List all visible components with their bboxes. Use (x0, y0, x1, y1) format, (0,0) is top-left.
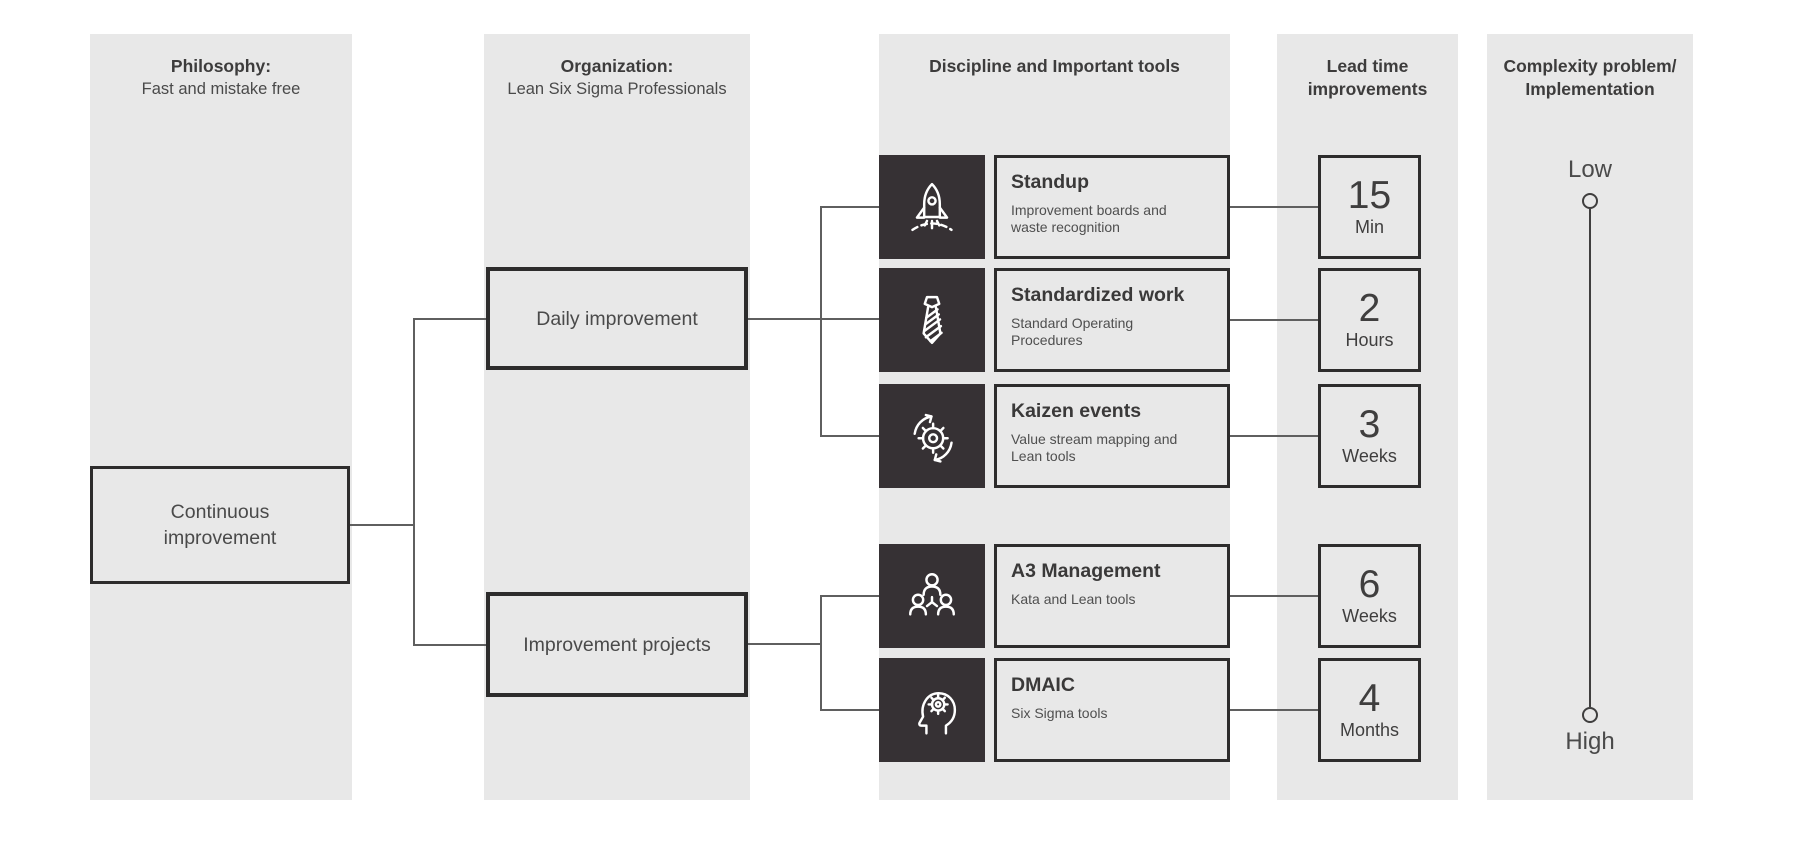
lead-time-box-3-weeks: 3 Weeks (1318, 384, 1421, 488)
tool-subtitle: Kata and Lean tools (1011, 591, 1136, 607)
connector-line (820, 435, 879, 437)
scale-bottom-dot (1582, 707, 1598, 723)
continuous-improvement-node: Continuous improvement (90, 466, 350, 584)
philosophy-column: Philosophy: Fast and mistake free (90, 34, 352, 800)
philosophy-title: Philosophy: (170, 56, 272, 76)
lead-time-box-6-weeks: 6 Weeks (1318, 544, 1421, 648)
kaizen-events-tool-box: Kaizen events Value stream mapping and L… (994, 384, 1230, 488)
rocket-icon (903, 178, 961, 236)
scale-top-dot (1582, 193, 1598, 209)
daily-improvement-node: Daily improvement (486, 267, 748, 370)
organization-header: Organization: Lean Six Sigma Professiona… (484, 34, 750, 100)
tool-title: Kaizen events (1011, 400, 1142, 422)
tool-subtitle: Value stream mapping and Lean tools (1011, 431, 1178, 464)
tool-subtitle: Six Sigma tools (1011, 705, 1108, 721)
connector-line (413, 318, 486, 320)
kaizen-events-icon-tile (879, 384, 985, 488)
connector-line (1230, 709, 1318, 711)
head-gear-icon (903, 681, 961, 739)
lead-unit: Min (1354, 217, 1384, 237)
daily-improvement-label: Daily improvement (536, 307, 698, 330)
connector-line (748, 318, 879, 320)
dmaic-tool-box: DMAIC Six Sigma tools (994, 658, 1230, 762)
connector-line (1230, 319, 1318, 321)
connector-line (820, 709, 879, 711)
lead-time-box-15-min: 15 Min (1318, 155, 1421, 259)
philosophy-subtitle: Fast and mistake free (141, 80, 301, 98)
standardized-work-tool-box: Standardized work Standard Operating Pro… (994, 268, 1230, 372)
lead-unit: Weeks (1342, 606, 1397, 626)
lead-time-box-4-months: 4 Months (1318, 658, 1421, 762)
a3-management-tool-box: A3 Management Kata and Lean tools (994, 544, 1230, 648)
connector-line (1230, 435, 1318, 437)
lead-value: 15 (1347, 174, 1392, 217)
lead-unit: Hours (1345, 330, 1394, 350)
lead-unit: Weeks (1342, 446, 1397, 466)
gear-sync-icon (903, 407, 961, 465)
lead-value: 3 (1358, 403, 1381, 446)
improvement-projects-node: Improvement projects (486, 592, 748, 697)
connector-line (413, 318, 415, 646)
connector-line (820, 206, 879, 208)
tool-title: Standardized work (1011, 284, 1185, 306)
connector-line (350, 524, 413, 526)
a3-management-icon-tile (879, 544, 985, 648)
complexity-low-label: Low (1567, 156, 1613, 183)
lead-value: 2 (1358, 287, 1381, 330)
organization-title: Organization: (560, 56, 674, 76)
standup-icon-tile (879, 155, 985, 259)
connector-line (820, 595, 879, 597)
tools-header: Discipline and Important tools (879, 34, 1230, 78)
team-icon (903, 567, 961, 625)
connector-line (748, 643, 822, 645)
lead-time-header: Lead time improvements (1277, 34, 1458, 101)
dmaic-icon-tile (879, 658, 985, 762)
necktie-icon (903, 291, 961, 349)
connector-line (1230, 595, 1318, 597)
complexity-header: Complexity problem/ Implementation (1487, 34, 1693, 101)
lead-time-box-2-hours: 2 Hours (1318, 268, 1421, 372)
lead-value: 6 (1358, 563, 1381, 606)
standardized-work-icon-tile (879, 268, 985, 372)
scale-line (1589, 209, 1591, 707)
tools-title: Discipline and Important tools (929, 56, 1180, 76)
complexity-high-label: High (1565, 728, 1615, 755)
continuous-improvement-label: Continuous improvement (163, 501, 277, 549)
lead-unit: Months (1339, 720, 1400, 740)
standup-tool-box: Standup Improvement boards and waste rec… (994, 155, 1230, 259)
philosophy-header: Philosophy: Fast and mistake free (90, 34, 352, 100)
complexity-title: Complexity problem/ Implementation (1503, 56, 1677, 99)
lead-value: 4 (1358, 677, 1381, 720)
connector-line (413, 644, 486, 646)
improvement-projects-label: Improvement projects (523, 633, 711, 656)
tool-subtitle: Standard Operating Procedures (1011, 315, 1134, 348)
lead-time-title: Lead time improvements (1307, 56, 1428, 99)
connector-line (820, 595, 822, 711)
organization-subtitle: Lean Six Sigma Professionals (507, 80, 727, 98)
connector-line (1230, 206, 1318, 208)
tool-title: DMAIC (1011, 674, 1075, 696)
tool-title: Standup (1011, 171, 1089, 193)
tool-title: A3 Management (1011, 560, 1161, 582)
connector-line (820, 206, 822, 437)
tool-subtitle: Improvement boards and waste recognition (1011, 202, 1167, 235)
